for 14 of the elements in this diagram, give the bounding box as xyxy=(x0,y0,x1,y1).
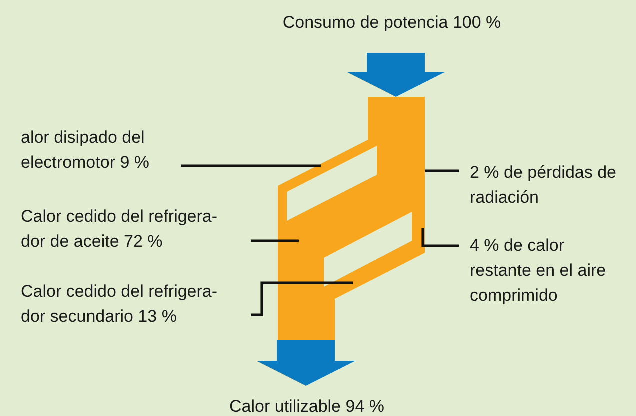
label-text: Calor cedido del refrigera- dor de aceite 72 % xyxy=(21,206,219,253)
heat-flow-drawing xyxy=(278,97,425,340)
heading-text: Consumo de potencia 100 % xyxy=(282,12,502,34)
label-text: Calor utilizable 94 % xyxy=(228,396,386,416)
label-text: alor disipado del electromotor 9 % xyxy=(21,127,150,174)
flow-arrow xyxy=(346,53,446,97)
leader-line xyxy=(251,240,299,242)
label-text: Calor cedido del refrigera- dor secundario 13 % xyxy=(21,281,219,328)
label-text: 4 % de calor restante en el aire comprimido xyxy=(469,235,608,307)
leader-line xyxy=(181,164,321,168)
flow-arrow xyxy=(256,340,356,386)
leader-line xyxy=(422,228,459,248)
leader-line xyxy=(425,170,459,172)
label-text: 2 % de pérdidas de radiación xyxy=(469,162,618,209)
